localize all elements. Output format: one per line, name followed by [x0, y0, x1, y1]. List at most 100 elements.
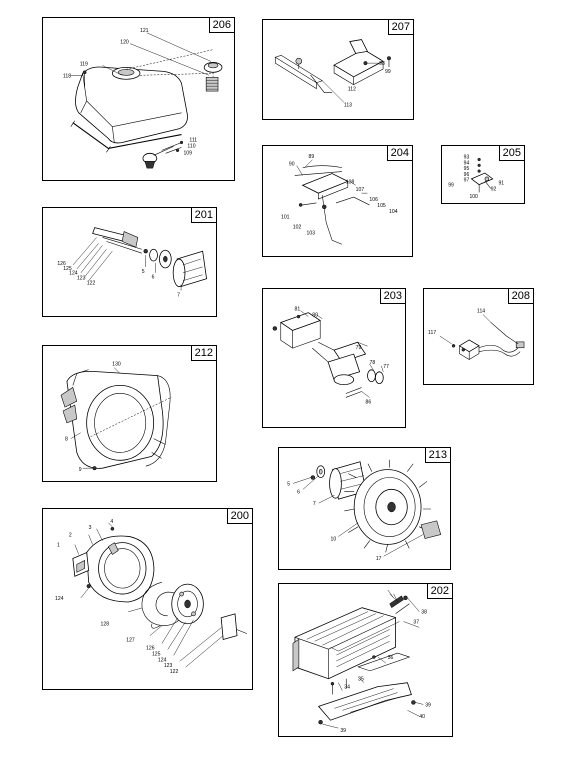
callout-39b: 39	[340, 728, 346, 734]
callout-126: 126	[146, 645, 155, 651]
panel-number-206: 206	[208, 17, 235, 33]
callout-111: 111	[189, 137, 197, 143]
callout-109: 109	[183, 150, 192, 156]
starter-cup-diagram: 126 125 124 123 122 5 6 7	[57, 227, 208, 298]
callout-3: 3	[89, 525, 92, 531]
callout-113: 113	[344, 102, 352, 108]
panel-200-recoil-starter: 200 4 3 2 1 124 128 127 126 125 124 123 …	[42, 508, 253, 690]
panel-207-throttle-bracket: 207 98 99 112 113	[262, 19, 414, 120]
callout-127: 127	[126, 638, 135, 644]
callout-106: 106	[369, 197, 378, 203]
callout-118: 118	[63, 73, 71, 79]
panel-number-213: 213	[424, 447, 451, 463]
panel-202-muffler: 202 38 37 36 35 34 39 40 39	[278, 583, 453, 737]
panel-212-fan-shroud: 212 130 8 9	[42, 345, 217, 482]
callout-102: 102	[293, 225, 302, 231]
callout-40: 40	[419, 714, 425, 720]
panel-number-203: 203	[379, 288, 406, 304]
panel-number-207: 207	[387, 19, 414, 35]
panel-number-204: 204	[386, 145, 413, 161]
callout-104: 104	[389, 209, 398, 215]
callout-90: 90	[289, 162, 295, 168]
callout-4: 4	[110, 519, 113, 525]
callout-112: 112	[348, 87, 356, 93]
flywheel-diagram: 5 6 7 10 17	[287, 459, 442, 562]
governor-spring-diagram: 93 94 95 96 97 99 92 91 100	[448, 155, 504, 201]
callout-86: 86	[366, 399, 372, 405]
callout-6: 6	[152, 275, 155, 281]
callout-114: 114	[477, 309, 485, 315]
callout-37: 37	[413, 619, 419, 625]
callout-38: 38	[421, 610, 427, 616]
callout-97: 97	[464, 178, 470, 184]
callout-94: 94	[464, 160, 470, 166]
panel-number-201: 201	[190, 207, 217, 223]
callout-126: 126	[57, 261, 66, 267]
callout-92: 92	[491, 186, 497, 192]
callout-125: 125	[152, 651, 161, 657]
fuel-tank-exploded-diagram: 121 120 119 118 111 110 109	[63, 28, 223, 169]
callout-124b: 124	[158, 657, 167, 663]
callout-99: 99	[448, 183, 454, 189]
callout-5: 5	[287, 481, 290, 487]
panel-number-200: 200	[226, 508, 253, 524]
callout-123: 123	[77, 276, 86, 282]
callout-130: 130	[112, 362, 121, 368]
callout-99: 99	[385, 69, 391, 75]
callout-9: 9	[79, 467, 82, 473]
callout-36: 36	[388, 655, 394, 661]
governor-linkage-diagram: 89 90 108 107 106 105 104 101 102 103	[281, 154, 398, 245]
callout-6: 6	[297, 489, 300, 495]
callout-124: 124	[55, 596, 64, 602]
callout-119: 119	[80, 61, 88, 67]
callout-2: 2	[69, 533, 72, 539]
callout-7: 7	[313, 501, 316, 507]
callout-117: 117	[428, 330, 436, 336]
callout-39: 39	[425, 702, 431, 708]
callout-96: 96	[464, 172, 470, 178]
callout-124: 124	[69, 271, 78, 277]
callout-107: 107	[356, 187, 365, 193]
panel-208-ignition-switch: 208 114 117	[423, 288, 534, 385]
callout-110: 110	[187, 143, 195, 149]
callout-8: 8	[65, 437, 68, 443]
panel-205-governor-spring: 205 93 94 95 96 97 99 92 91 100	[441, 145, 525, 204]
callout-105: 105	[377, 203, 386, 209]
callout-1: 1	[57, 543, 60, 549]
callout-7: 7	[177, 292, 180, 298]
callout-5: 5	[142, 269, 145, 275]
callout-101: 101	[281, 215, 290, 221]
callout-121: 121	[140, 28, 149, 34]
callout-125: 125	[63, 266, 72, 272]
panel-201-recoil-starter-cup: 201 126 125 124 123 122 5 6 7	[42, 207, 217, 317]
callout-120: 120	[120, 40, 129, 46]
callout-80: 80	[312, 313, 318, 319]
ignition-switch-diagram: 114 117	[428, 309, 525, 361]
callout-93: 93	[464, 155, 470, 161]
callout-122: 122	[170, 669, 179, 675]
recoil-starter-diagram: 4 3 2 1 124 128 127 126 125 124 123 122	[55, 519, 248, 675]
muffler-diagram: 38 37 36 35 34 39 40 39	[292, 589, 431, 734]
callout-78: 78	[369, 360, 375, 366]
callout-103: 103	[307, 230, 316, 236]
callout-34: 34	[344, 685, 350, 691]
callout-77: 77	[383, 364, 389, 370]
callout-10: 10	[331, 536, 337, 542]
callout-122: 122	[87, 281, 96, 287]
panel-204-governor-linkage: 204 89 90 108 107 106 105 104 101 102 10…	[262, 145, 413, 257]
callout-128: 128	[101, 622, 110, 628]
throttle-bracket-diagram: 98 99 112 113	[274, 39, 391, 108]
panel-number-212: 212	[190, 345, 217, 361]
panel-213-flywheel: 213 5 6 7 10 17	[278, 447, 451, 570]
panel-number-202: 202	[426, 583, 453, 599]
fan-shroud-diagram: 130 8 9	[60, 362, 172, 473]
panel-206-fuel-tank: 206 121 120 119 118 111	[42, 17, 235, 181]
panel-203-carburetor: 203 81 80 79 78 77 86	[262, 288, 406, 428]
carburetor-diagram: 81 80 79 78 77 86	[272, 307, 389, 405]
callout-95: 95	[464, 166, 470, 172]
callout-79: 79	[356, 345, 362, 351]
panel-number-208: 208	[507, 288, 534, 304]
callout-108: 108	[346, 179, 355, 185]
callout-89: 89	[309, 154, 315, 160]
callout-100: 100	[469, 194, 478, 200]
